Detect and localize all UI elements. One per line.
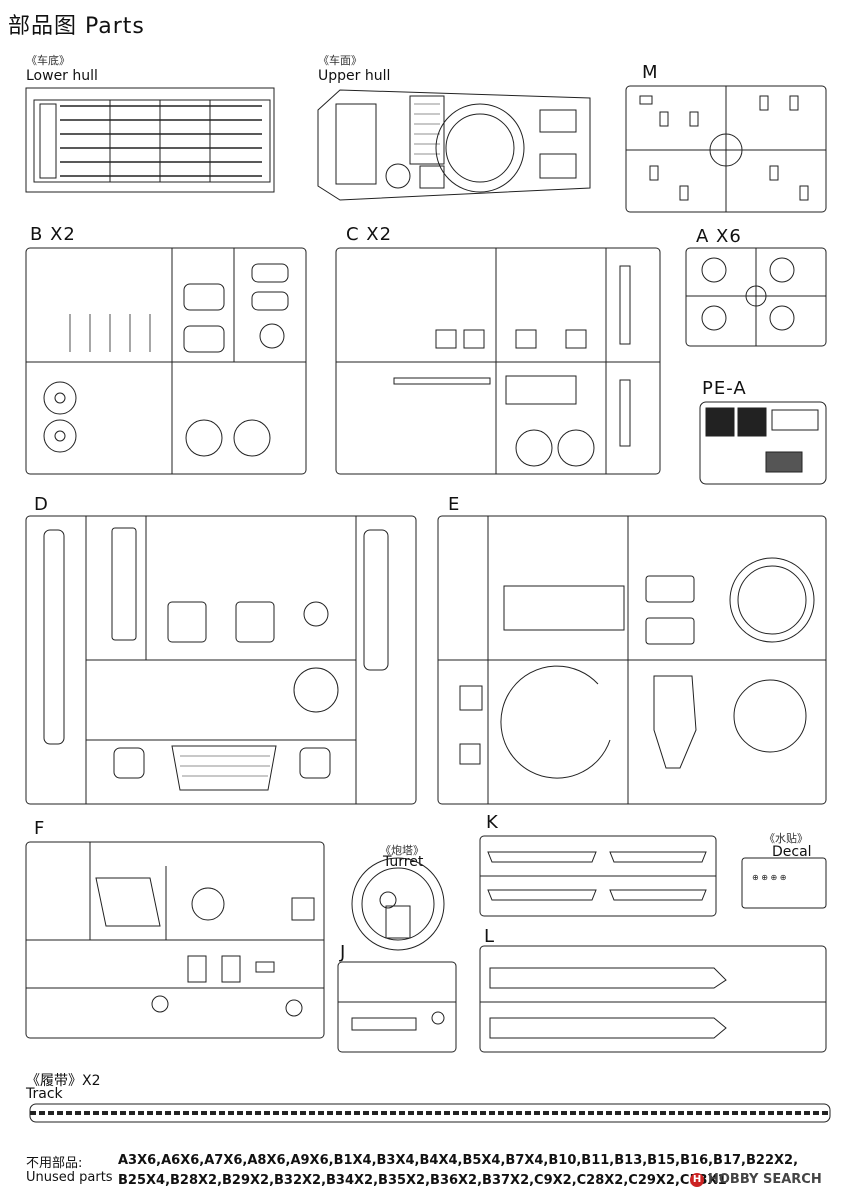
watermark-text: HOBBY SEARCH — [708, 1172, 822, 1187]
lower-hull-cn: 《车底》 — [26, 54, 70, 67]
sprue-a-label: A X6 — [696, 226, 742, 247]
upper-hull-cn: 《车面》 — [318, 54, 362, 67]
page-title: 部品图 Parts — [8, 14, 145, 39]
track-cn: 《履带》X2 — [26, 1073, 101, 1089]
unused-parts-line-2: B25X4,B28X2,B29X2,B32X2,B34X2,B35X2,B36X… — [118, 1173, 727, 1188]
sprue-k-label: K — [486, 812, 499, 833]
sprue-j-label: J — [340, 942, 347, 963]
unused-parts-label: Unused parts — [26, 1170, 113, 1185]
sprue-c-drawing — [335, 247, 661, 475]
sprue-l-label: L — [484, 926, 496, 947]
sprue-d-drawing — [25, 515, 417, 805]
track-label: Track — [26, 1086, 63, 1102]
decal-cn: 《水贴》 — [764, 832, 808, 845]
sprue-e-drawing — [437, 515, 827, 805]
watermark-logo-icon: H — [690, 1172, 704, 1187]
lower-hull-drawing — [25, 87, 275, 193]
sprue-pe-drawing — [699, 401, 827, 485]
sprue-pe-label: PE-A — [702, 378, 747, 399]
unused-parts-line-1: A3X6,A6X6,A7X6,A8X6,A9X6,B1X4,B3X4,B4X4,… — [118, 1153, 799, 1168]
upper-hull-label: Upper hull — [318, 68, 391, 84]
sprue-b-label: B X2 — [30, 224, 76, 245]
sprue-e-label: E — [448, 494, 461, 515]
sprue-a-drawing — [685, 247, 827, 347]
unused-parts-cn: 不用部品: — [26, 1156, 83, 1171]
sprue-f-drawing — [25, 841, 325, 1039]
track-drawing — [29, 1103, 831, 1123]
sprue-k-drawing — [479, 835, 717, 917]
sprue-c-label: C X2 — [346, 224, 393, 245]
svg-text:⊕ ⊕ ⊕ ⊕: ⊕ ⊕ ⊕ ⊕ — [752, 873, 786, 882]
turret-drawing — [351, 857, 445, 951]
sprue-l-drawing — [479, 945, 827, 1053]
sprue-j-drawing — [337, 961, 457, 1053]
upper-hull-drawing — [317, 89, 591, 201]
lower-hull-label: Lower hull — [26, 68, 98, 84]
sprue-m-label: M — [642, 62, 659, 83]
sprue-b-drawing — [25, 247, 307, 475]
decal-label: Decal — [772, 844, 812, 860]
watermark: H HOBBY SEARCH — [690, 1172, 822, 1187]
turret-cn: 《炮塔》 — [380, 844, 424, 857]
sprue-m-drawing — [625, 85, 827, 213]
unused-parts-list: A3X6,A6X6,A7X6,A8X6,A9X6,B1X4,B3X4,B4X4,… — [118, 1151, 799, 1191]
decal-drawing: ⊕ ⊕ ⊕ ⊕ — [741, 857, 827, 909]
sprue-d-label: D — [34, 494, 49, 515]
sprue-f-label: F — [34, 818, 46, 839]
